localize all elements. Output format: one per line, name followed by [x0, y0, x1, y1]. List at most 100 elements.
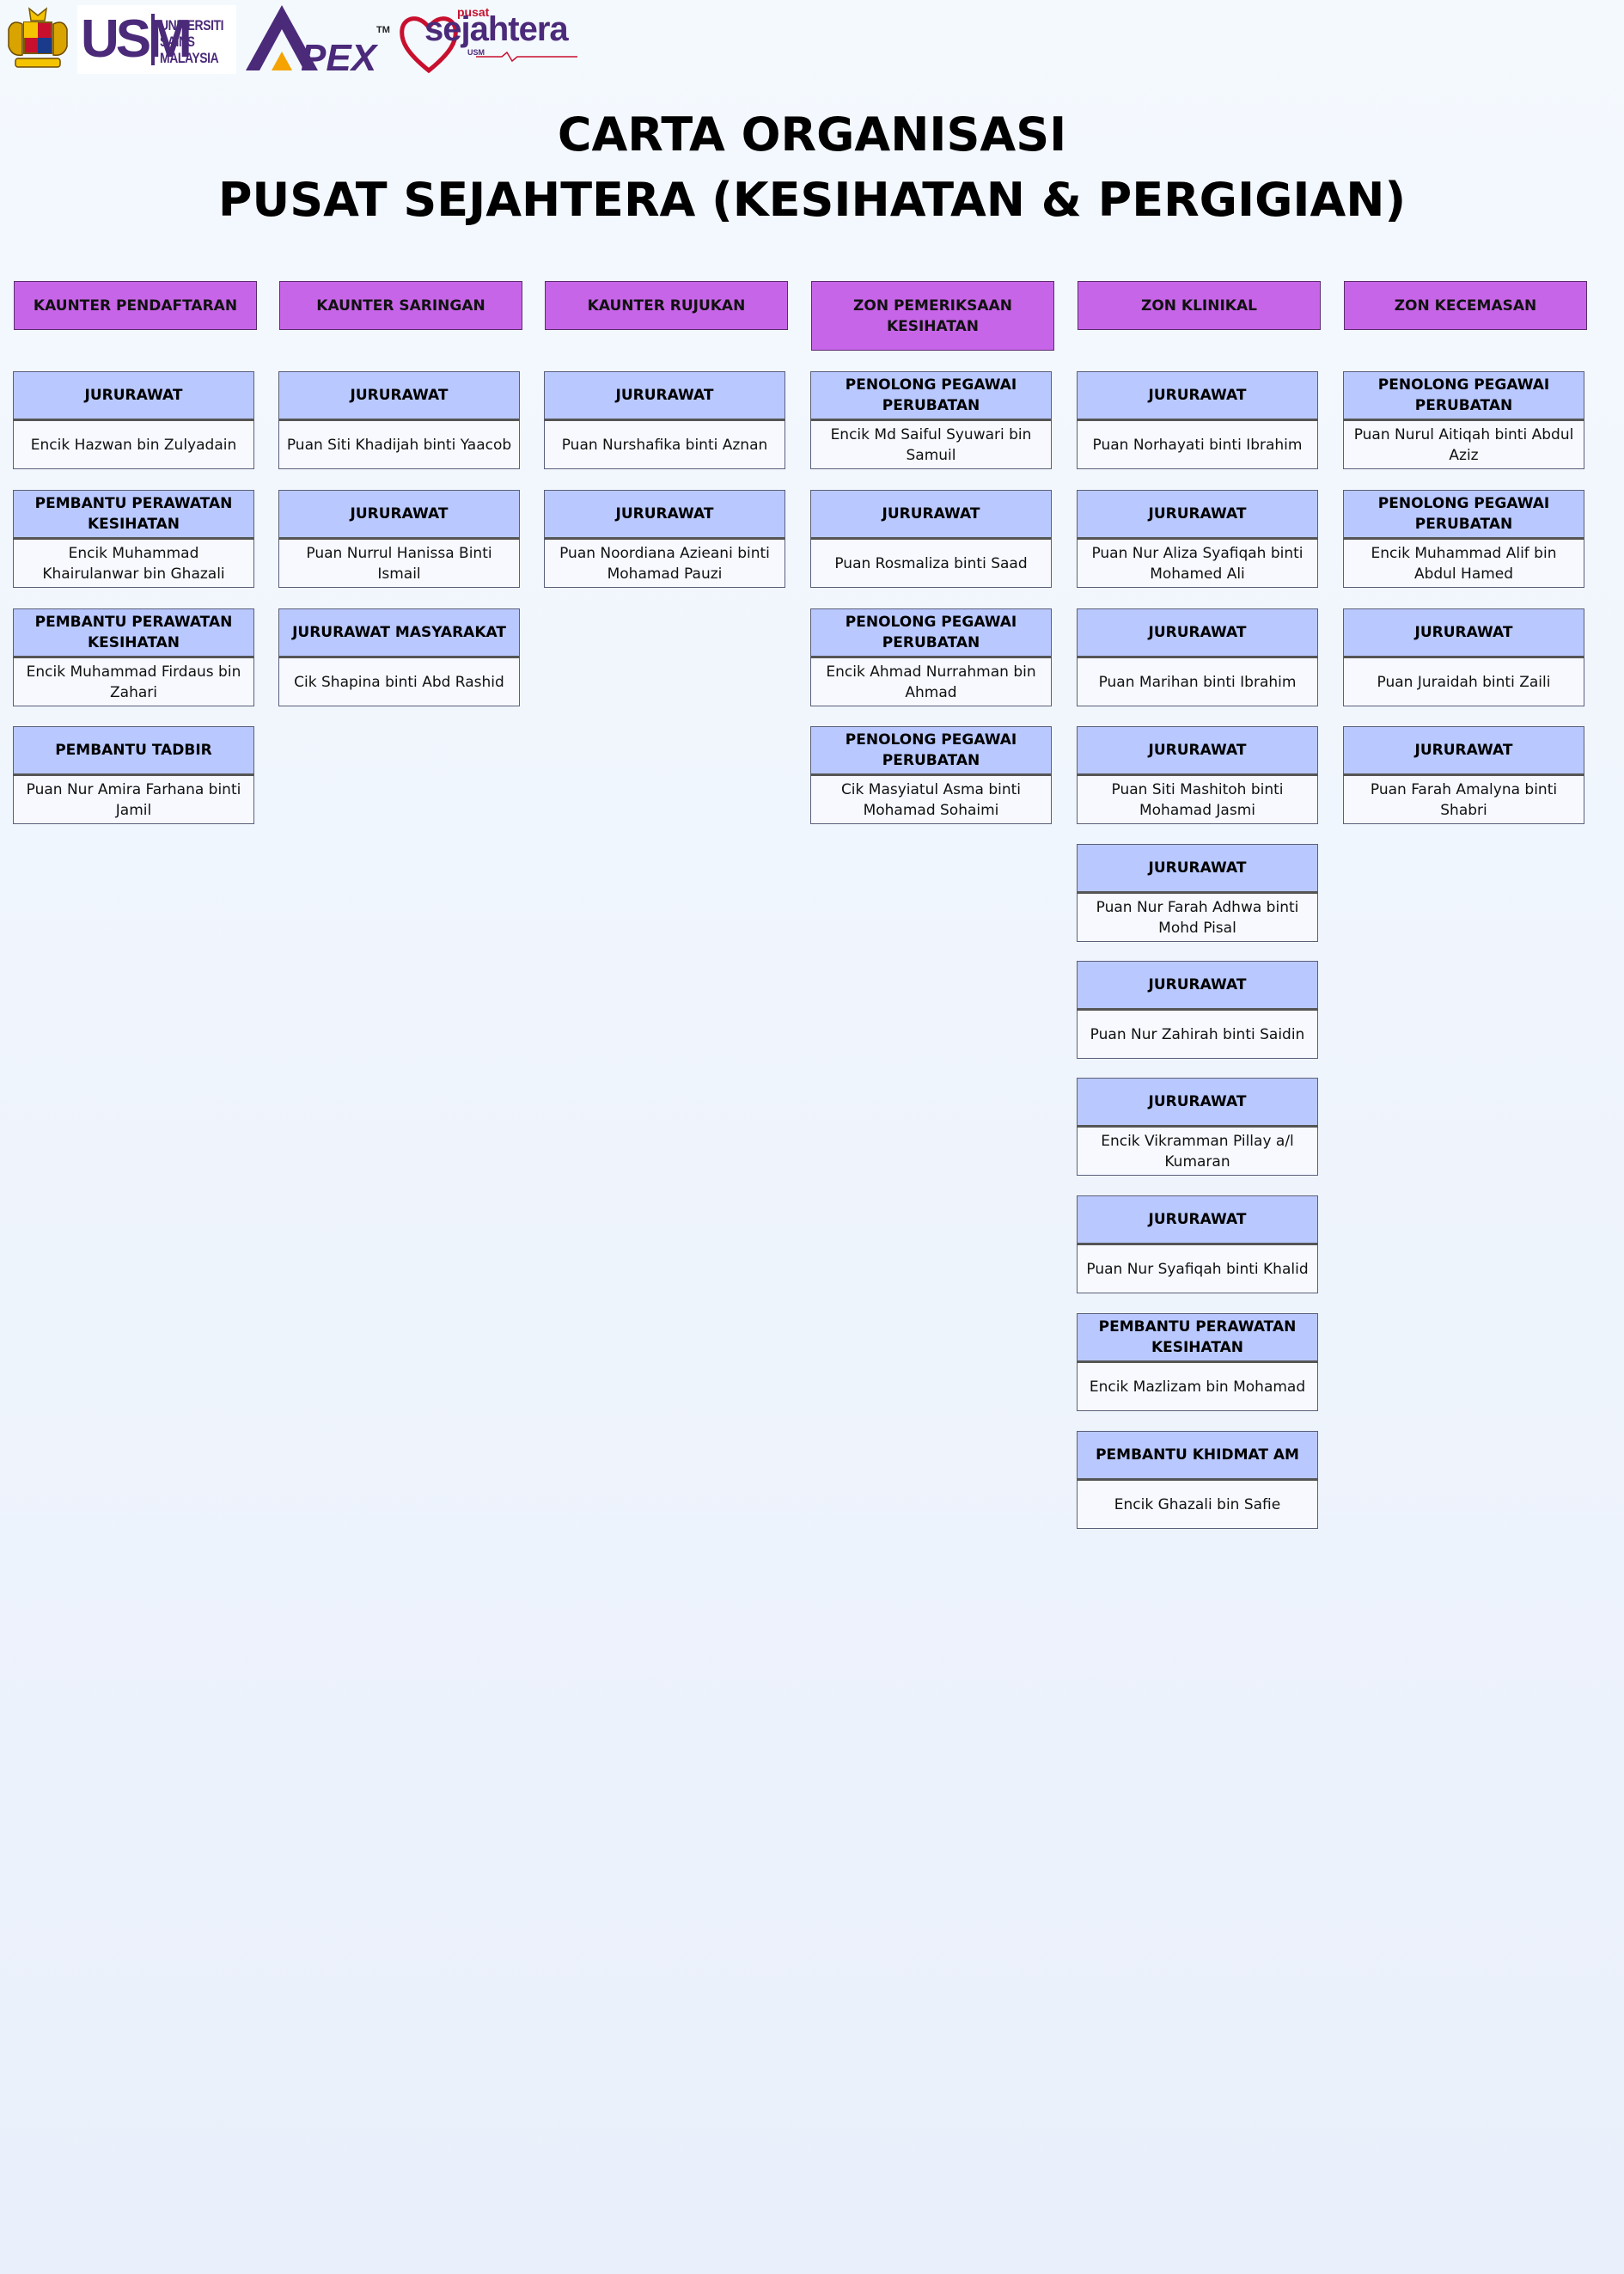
staff-name: Puan Farah Amalyna binti Shabri: [1343, 776, 1584, 824]
staff-role: JURURAWAT: [1077, 726, 1318, 776]
staff-role: PENOLONG PEGAWAI PERUBATAN: [1343, 490, 1584, 540]
staff-role: JURURAWAT: [278, 371, 520, 421]
staff-name: Puan Nur Amira Farhana binti Jamil: [13, 776, 254, 824]
column-heading: ZON KLINIKAL: [1078, 281, 1321, 330]
heart-icon: [400, 16, 458, 74]
staff-role: JURURAWAT: [13, 371, 254, 421]
malaysia-crest-logo: [8, 7, 68, 68]
staff-name: Encik Mazlizam bin Mohamad: [1077, 1363, 1318, 1411]
staff-role: JURURAWAT: [1077, 490, 1318, 540]
staff-name: Puan Nur Farah Adhwa binti Mohd Pisal: [1077, 894, 1318, 942]
staff-role: PENOLONG PEGAWAI PERUBATAN: [810, 608, 1052, 658]
staff-role: JURURAWAT: [810, 490, 1052, 540]
column-heading: ZON KECEMASAN: [1344, 281, 1587, 330]
page-title: CARTA ORGANISASI: [557, 107, 1067, 162]
staff-role: PENOLONG PEGAWAI PERUBATAN: [810, 726, 1052, 776]
staff-name: Cik Shapina binti Abd Rashid: [278, 658, 520, 706]
staff-role: JURURAWAT: [1077, 1195, 1318, 1245]
staff-role: JURURAWAT: [544, 490, 785, 540]
column-heading: KAUNTER PENDAFTARAN: [14, 281, 257, 330]
staff-role: PEMBANTU PERAWATAN KESIHATAN: [13, 608, 254, 658]
staff-name: Encik Ahmad Nurrahman bin Ahmad: [810, 658, 1052, 706]
staff-name: Cik Masyiatul Asma binti Mohamad Sohaimi: [810, 776, 1052, 824]
page-subtitle: PUSAT SEJAHTERA (KESIHATAN & PERGIGIAN): [217, 173, 1407, 227]
staff-role: JURURAWAT: [1077, 844, 1318, 894]
staff-name: Encik Muhammad Khairulanwar bin Ghazali: [13, 540, 254, 588]
staff-role: JURURAWAT: [1077, 608, 1318, 658]
heartbeat-line-icon: [476, 52, 577, 62]
staff-role: JURURAWAT: [1077, 1078, 1318, 1128]
staff-name: Puan Norhayati binti Ibrahim: [1077, 421, 1318, 469]
staff-name: Puan Nur Zahirah binti Saidin: [1077, 1011, 1318, 1059]
apex-logo: PEX TM: [246, 5, 390, 76]
staff-name: Puan Noordiana Azieani binti Mohamad Pau…: [544, 540, 785, 588]
pusat-sejahtera-logo: pusat sejahtera USM: [399, 5, 579, 74]
staff-role: JURURAWAT: [544, 371, 785, 421]
staff-name: Puan Marihan binti Ibrahim: [1077, 658, 1318, 706]
staff-role: PENOLONG PEGAWAI PERUBATAN: [1343, 371, 1584, 421]
staff-name: Encik Vikramman Pillay a/l Kumaran: [1077, 1128, 1318, 1176]
staff-name: Puan Siti Khadijah binti Yaacob: [278, 421, 520, 469]
usm-logo: USM UNIVERSITI SAINS MALAYSIA: [77, 5, 236, 74]
staff-name: Encik Hazwan bin Zulyadain: [13, 421, 254, 469]
staff-name: Encik Muhammad Alif bin Abdul Hamed: [1343, 540, 1584, 588]
column-heading: KAUNTER RUJUKAN: [545, 281, 788, 330]
staff-name: Puan Siti Mashitoh binti Mohamad Jasmi: [1077, 776, 1318, 824]
staff-role: PEMBANTU KHIDMAT AM: [1077, 1431, 1318, 1481]
staff-name: Puan Juraidah binti Zaili: [1343, 658, 1584, 706]
staff-role: JURURAWAT: [1343, 608, 1584, 658]
staff-name: Encik Md Saiful Syuwari bin Samuil: [810, 421, 1052, 469]
staff-role: PENOLONG PEGAWAI PERUBATAN: [810, 371, 1052, 421]
staff-role: PEMBANTU PERAWATAN KESIHATAN: [13, 490, 254, 540]
staff-name: Puan Rosmaliza binti Saad: [810, 540, 1052, 588]
staff-role: JURURAWAT: [1077, 371, 1318, 421]
usm-logo-text: UNIVERSITI SAINS MALAYSIA: [160, 17, 224, 66]
logo-strip: USM UNIVERSITI SAINS MALAYSIA PEX TM pus…: [0, 0, 584, 76]
column-heading: ZON PEMERIKSAAN KESIHATAN: [811, 281, 1054, 351]
staff-name: Puan Nurul Aitiqah binti Abdul Aziz: [1343, 421, 1584, 469]
usm-logo-mark: USM: [81, 9, 192, 69]
staff-name: Puan Nurrul Hanissa Binti Ismail: [278, 540, 520, 588]
staff-name: Encik Ghazali bin Safie: [1077, 1481, 1318, 1529]
staff-role: PEMBANTU PERAWATAN KESIHATAN: [1077, 1313, 1318, 1363]
staff-role: JURURAWAT: [1077, 961, 1318, 1011]
staff-name: Puan Nur Aliza Syafiqah binti Mohamed Al…: [1077, 540, 1318, 588]
staff-name: Puan Nur Syafiqah binti Khalid: [1077, 1245, 1318, 1293]
staff-role: JURURAWAT MASYARAKAT: [278, 608, 520, 658]
staff-role: JURURAWAT: [278, 490, 520, 540]
svg-text:PEX: PEX: [301, 37, 379, 76]
staff-name: Encik Muhammad Firdaus bin Zahari: [13, 658, 254, 706]
apex-tm: TM: [376, 25, 390, 35]
column-heading: KAUNTER SARINGAN: [279, 281, 522, 330]
staff-role: PEMBANTU TADBIR: [13, 726, 254, 776]
staff-name: Puan Nurshafika binti Aznan: [544, 421, 785, 469]
staff-role: JURURAWAT: [1343, 726, 1584, 776]
